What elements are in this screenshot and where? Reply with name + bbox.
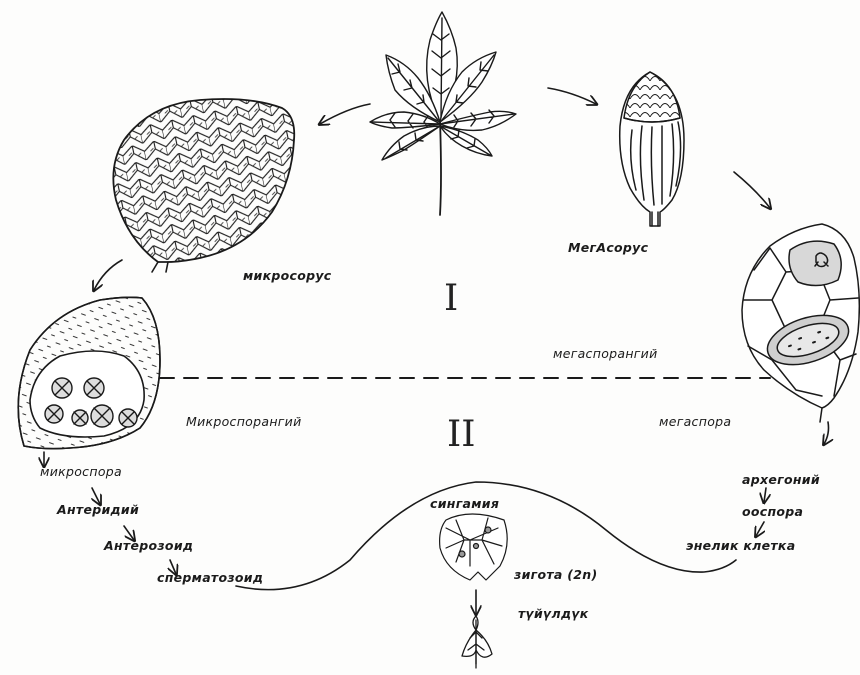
- generation-two-marker: II: [447, 414, 475, 455]
- microsorus-icon: [113, 99, 294, 272]
- seedling-label: түйүлдүк: [518, 606, 589, 621]
- arrow-to-microsorus: [320, 104, 370, 124]
- zygote-icon: [440, 514, 508, 580]
- megasporangium-icon: [742, 224, 859, 422]
- archegonium-label: архегоний: [742, 472, 820, 487]
- arrow-to-egg-cell: [756, 522, 764, 536]
- microsorus-label: микросорус: [243, 268, 332, 283]
- microsporangium-icon: [18, 297, 160, 448]
- megasorus-icon: [620, 72, 684, 226]
- megasorus-label: МегАсорус: [568, 240, 648, 255]
- generation-one-marker: I: [444, 278, 458, 319]
- plant-leaf-icon: [370, 12, 516, 215]
- megaspore-label: мегаспора: [659, 414, 731, 429]
- oospore-label: ооспора: [742, 504, 803, 519]
- spermatozoid-label: сперматозоид: [157, 570, 263, 585]
- antheridium-label: Антеридий: [57, 502, 139, 517]
- seedling-icon: [462, 616, 492, 668]
- arrow-to-archegonium: [824, 422, 829, 444]
- syngamy-label: сингамия: [430, 496, 499, 511]
- megasporangium-label: мегаспорангий: [553, 346, 658, 361]
- microspore-label: микроспора: [40, 464, 122, 479]
- arrow-to-megasporangium: [734, 172, 770, 208]
- arrow-to-microsporangium: [94, 260, 122, 290]
- zygote-label: зигота (2n): [514, 567, 598, 582]
- microsporangium-label: Микроспорангий: [186, 414, 302, 429]
- antherozoid-label: Антерозоид: [104, 538, 193, 553]
- arrow-to-megasorus: [548, 88, 596, 104]
- egg-cell-label: энелик клетка: [686, 538, 795, 553]
- arrow-to-oospore: [764, 488, 766, 502]
